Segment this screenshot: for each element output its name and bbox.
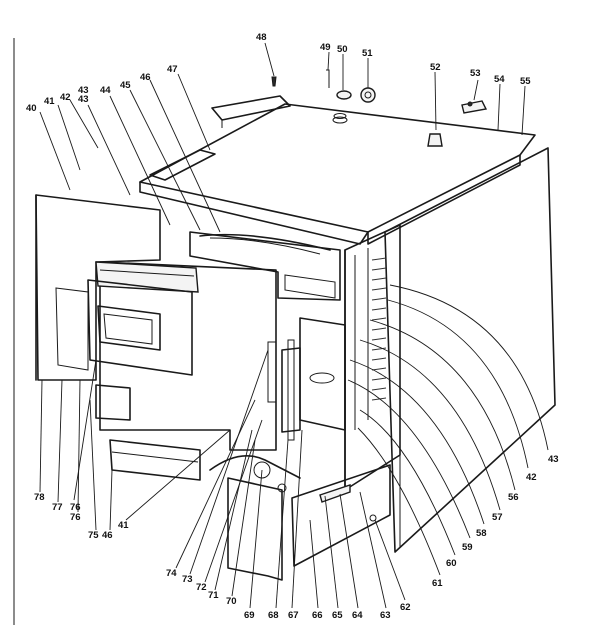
callout-58: 58 <box>476 528 487 539</box>
callout-42-right: 42 <box>526 472 537 483</box>
lower-panel <box>95 384 201 481</box>
callout-76-b: 76 <box>70 502 81 513</box>
storage-drawer <box>291 464 391 567</box>
bracket-53 <box>461 100 488 114</box>
callout-48: 48 <box>256 32 267 43</box>
callout-72: 72 <box>196 582 207 593</box>
screw-48 <box>271 76 277 87</box>
callout-52: 52 <box>430 62 441 73</box>
oven-door <box>35 194 199 381</box>
callout-55: 55 <box>520 76 531 87</box>
callout-40: 40 <box>26 103 37 114</box>
callout-59: 59 <box>462 542 473 553</box>
callout-45: 45 <box>120 80 131 91</box>
lower-compartment <box>267 317 346 441</box>
callout-63: 63 <box>380 610 391 621</box>
callout-53: 53 <box>470 68 481 79</box>
callout-41-bottom: 41 <box>118 520 129 531</box>
callout-46-bottom: 46 <box>102 530 113 541</box>
rear-rail <box>211 95 291 128</box>
callout-51: 51 <box>362 48 373 59</box>
callout-64: 64 <box>352 610 363 621</box>
callout-54: 54 <box>494 74 505 85</box>
callout-67: 67 <box>288 610 299 621</box>
side-panel <box>371 147 556 553</box>
callout-57: 57 <box>492 512 503 523</box>
callout-70: 70 <box>226 596 237 607</box>
front-trim-strip <box>149 149 216 181</box>
leader-lines <box>39 42 549 609</box>
callout-61: 61 <box>432 578 443 589</box>
callout-labels: 48 49 50 51 52 53 54 55 40 41 42 43 43 4… <box>26 32 559 621</box>
callout-43-top-a: 43 <box>78 85 89 96</box>
callout-65: 65 <box>332 610 343 621</box>
callout-47: 47 <box>167 64 178 75</box>
callout-71: 71 <box>208 590 219 601</box>
callout-56: 56 <box>508 492 519 503</box>
top-panel <box>139 103 536 245</box>
drawer-handle-46 <box>109 439 201 481</box>
callout-62: 62 <box>400 602 411 613</box>
callout-44: 44 <box>100 85 111 96</box>
callout-50: 50 <box>337 44 348 55</box>
callout-69: 69 <box>244 610 255 621</box>
door-hinge-assembly <box>209 454 301 493</box>
callout-76-a: 76 <box>70 512 81 523</box>
callout-68: 68 <box>268 610 279 621</box>
callout-77: 77 <box>52 502 63 513</box>
callout-43-right: 43 <box>548 454 559 465</box>
callout-74: 74 <box>166 568 177 579</box>
callout-66-right: 66 <box>312 610 323 621</box>
screw-62 <box>369 514 377 522</box>
coil-51 <box>360 87 376 103</box>
callout-41-top: 41 <box>44 96 55 107</box>
upper-cavity <box>189 231 341 301</box>
callout-42-top: 42 <box>60 92 71 103</box>
callout-73: 73 <box>182 574 193 585</box>
drawer-pull <box>319 484 351 503</box>
knob-52 <box>427 133 443 147</box>
control-strip <box>287 339 295 441</box>
callout-49: 49 <box>320 42 331 53</box>
burner-cap-50 <box>336 90 352 100</box>
callout-75: 75 <box>88 530 99 541</box>
kick-plate <box>227 477 283 581</box>
top-hardware <box>271 69 488 147</box>
spring-49 <box>326 69 330 88</box>
callout-78: 78 <box>34 492 45 503</box>
callout-46-top: 46 <box>140 72 151 83</box>
door-window <box>55 279 193 376</box>
callout-60: 60 <box>446 558 457 569</box>
callout-43-top-b: 43 <box>78 94 89 105</box>
front-face-panel <box>99 261 277 451</box>
